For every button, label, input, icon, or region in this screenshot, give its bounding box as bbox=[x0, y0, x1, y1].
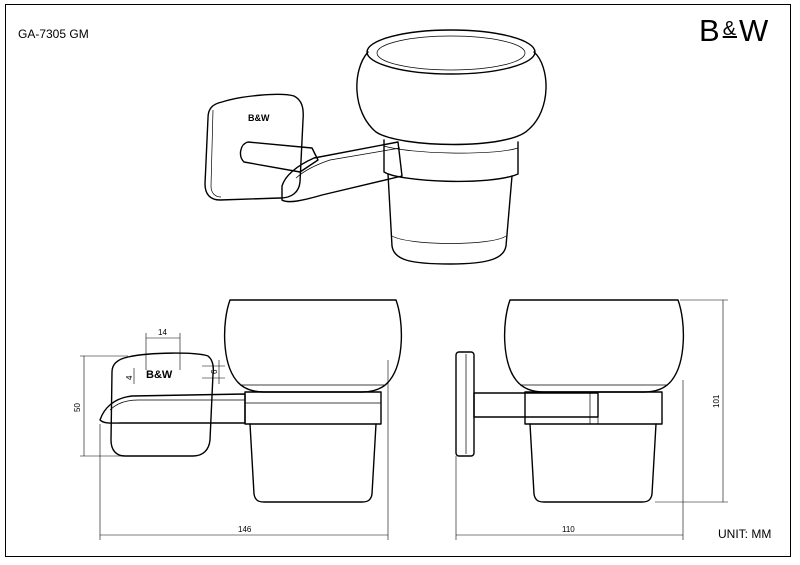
side-arm bbox=[473, 392, 599, 418]
dim-14-label: 14 bbox=[158, 328, 167, 337]
dim-110-label: 110 bbox=[562, 525, 575, 534]
drawing-border bbox=[5, 4, 791, 557]
front-arm-profile bbox=[99, 393, 246, 424]
dim-50-label: 50 bbox=[73, 403, 82, 412]
front-cup-bowl bbox=[223, 299, 403, 393]
dim-6-label: 6 bbox=[210, 369, 219, 374]
model-code: GA-7305 GM bbox=[18, 27, 89, 41]
brand-ampersand: & bbox=[722, 18, 738, 40]
perspective-plate-logo: B&W bbox=[248, 113, 270, 123]
front-view: B&W 14 6 4 bbox=[73, 299, 403, 540]
front-arm-edge bbox=[109, 399, 245, 411]
perspective-ring bbox=[383, 139, 519, 183]
side-cup-lower bbox=[529, 423, 657, 503]
front-plate-logo: B&W bbox=[146, 369, 173, 381]
perspective-view: B&W bbox=[204, 29, 547, 265]
perspective-arm-edge bbox=[295, 147, 401, 179]
dim-146-label: 146 bbox=[238, 525, 252, 534]
perspective-cup-rim-inner bbox=[376, 35, 526, 71]
perspective-arm bbox=[281, 141, 403, 203]
front-wall-plate bbox=[110, 352, 215, 457]
perspective-arm-stub bbox=[239, 141, 319, 173]
perspective-cup-lower-band bbox=[391, 235, 507, 244]
front-cup-lower bbox=[249, 423, 377, 503]
front-ring bbox=[244, 391, 382, 425]
perspective-cup-rim bbox=[366, 29, 536, 75]
dim-4-label: 4 bbox=[125, 375, 134, 380]
side-cup-bowl bbox=[503, 299, 685, 393]
dim-101-label: 101 bbox=[712, 394, 721, 408]
brand-letter-b: B bbox=[699, 13, 721, 48]
perspective-plate-edge bbox=[210, 109, 222, 198]
perspective-cup-bowl bbox=[356, 51, 547, 146]
perspective-cup-lower bbox=[387, 173, 513, 265]
brand-letter-w: W bbox=[739, 13, 770, 48]
side-view: 110 101 bbox=[455, 299, 728, 540]
side-wall-plate bbox=[455, 351, 475, 457]
brand-logo: B&W bbox=[699, 13, 769, 49]
side-ring bbox=[524, 391, 663, 425]
perspective-wall-plate bbox=[204, 93, 304, 201]
unit-label: UNIT: MM bbox=[718, 527, 772, 541]
perspective-ring-lip bbox=[383, 145, 519, 154]
